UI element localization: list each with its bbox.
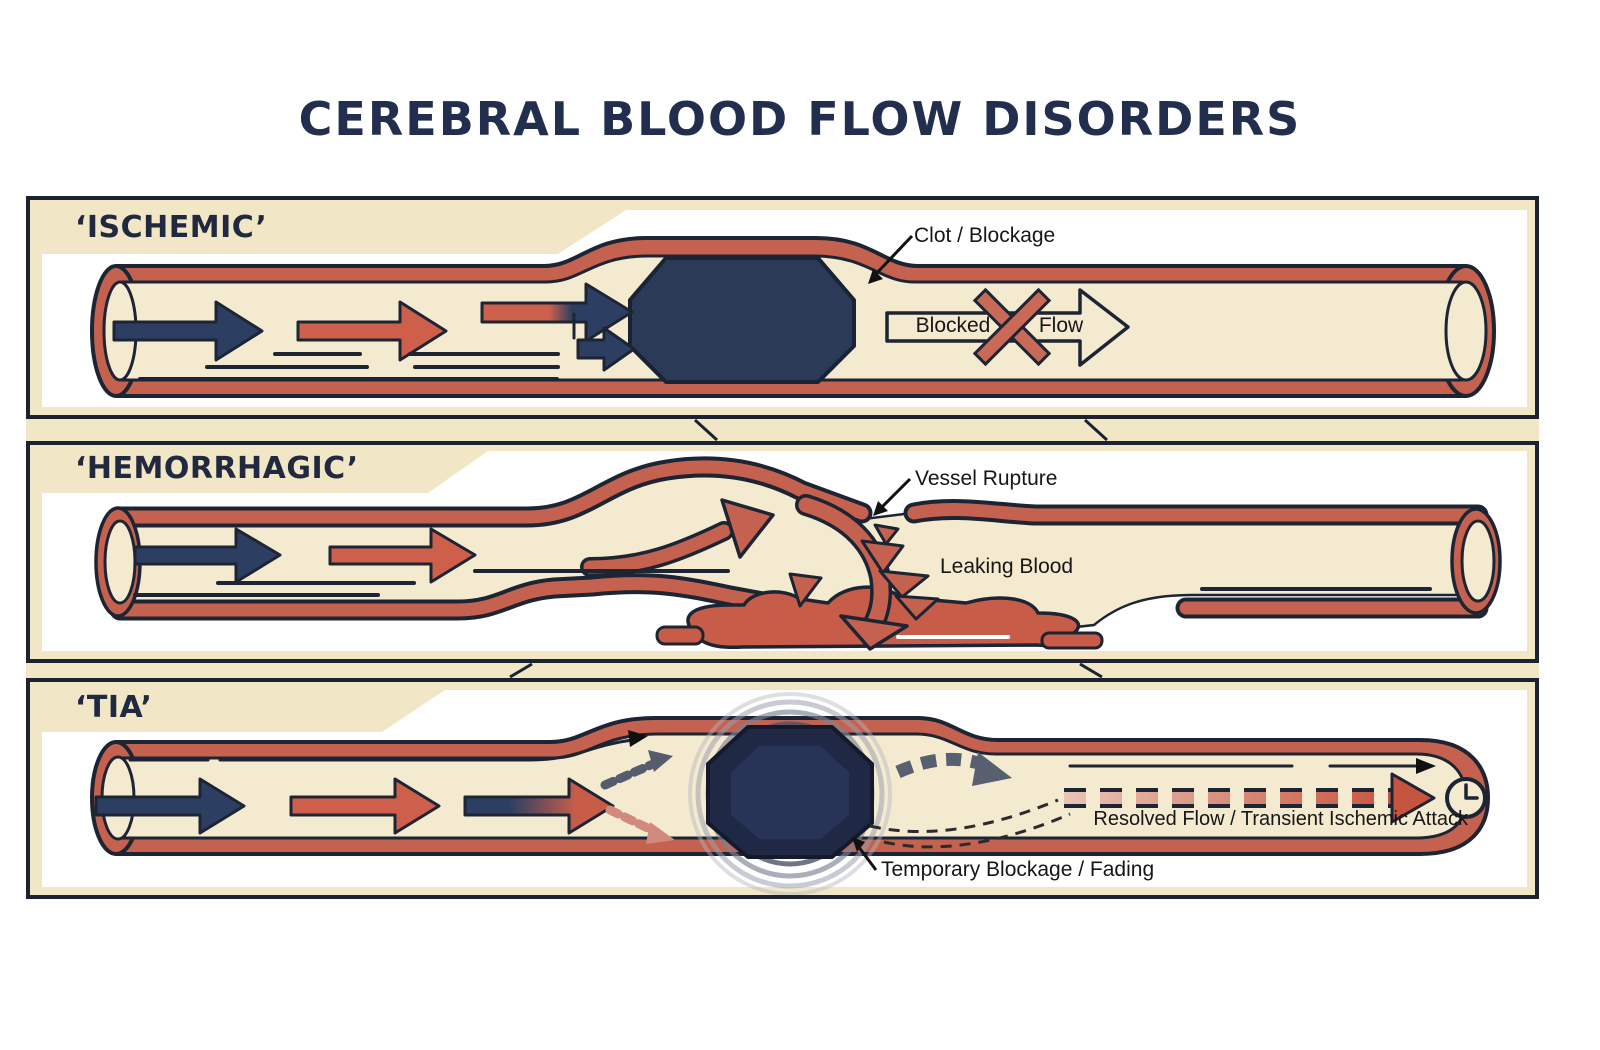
clot-pointer-arrow xyxy=(868,234,914,284)
hemorrhagic-diagram xyxy=(42,451,1527,651)
vessel xyxy=(94,456,1502,646)
navy-flow-arrow xyxy=(112,300,264,362)
flow-arrows xyxy=(94,777,615,835)
vessel-opening-right xyxy=(1444,280,1488,382)
panel-tia: ‘TIA’ Resolved Flow / Transient Ischemic… xyxy=(26,678,1539,899)
panel-label-ischemic: ‘ISCHEMIC’ xyxy=(75,210,268,245)
page-title: CEREBRAL BLOOD FLOW DISORDERS xyxy=(298,92,1302,146)
clock-icon xyxy=(1445,777,1487,819)
red-flow-arrow xyxy=(328,527,477,584)
panel-label-tia: ‘TIA’ xyxy=(75,690,153,725)
flow-arrows xyxy=(112,282,636,372)
blockage-octagon xyxy=(706,725,874,859)
thin-flow-lines xyxy=(128,730,1436,774)
navy-flow-arrow xyxy=(133,527,282,584)
x-blocked-icon xyxy=(972,287,1052,367)
resolved-flow-label: Resolved Flow / Transient Ischemic Attac… xyxy=(1093,808,1468,830)
blood-droplets xyxy=(788,523,940,621)
fading-flow-arrow xyxy=(463,777,615,835)
blood-clot xyxy=(628,256,856,384)
speed-lines xyxy=(133,569,1432,597)
panel-ischemic: ‘ISCHEMIC’ Clot / Blockage Blocked Flow xyxy=(26,196,1539,419)
vessel-opening-left xyxy=(103,519,137,605)
resuming-flow-dashes xyxy=(869,752,1071,849)
blocked-text: Blocked xyxy=(915,314,991,337)
rupture-streams xyxy=(580,494,909,651)
divider-band-1 xyxy=(26,419,1539,441)
clot-blockage-label: Clot / Blockage xyxy=(914,224,1056,247)
navy-flow-arrow xyxy=(94,777,246,835)
flow-arrows xyxy=(133,527,477,584)
leaking-blood-label: Leaking Blood xyxy=(940,555,1074,578)
red-flow-arrow xyxy=(296,300,448,362)
resolved-flow-arrow xyxy=(1064,772,1436,824)
panel-hemorrhagic: ‘HEMORRHAGIC’ Vessel Rupture Leaking Blo… xyxy=(26,441,1539,663)
flow-text: Flow xyxy=(1038,314,1084,337)
blockage-pointer-arrow xyxy=(852,837,878,871)
rupture-pointer-arrow xyxy=(873,477,912,516)
vessel-opening-right xyxy=(1460,519,1496,603)
ischemic-diagram xyxy=(42,210,1527,407)
tia-diagram xyxy=(42,690,1527,895)
blocked-flow-arrow xyxy=(885,287,1130,367)
red-flow-arrow xyxy=(289,777,441,835)
temporary-blockage-label: Temporary Blockage / Fading xyxy=(881,858,1155,881)
slowing-flow-arrow xyxy=(480,282,634,343)
panel-label-hemorrhagic: ‘HEMORRHAGIC’ xyxy=(75,451,359,486)
divider-band-2 xyxy=(26,663,1539,678)
breakup-dashes xyxy=(600,750,675,844)
speed-lines xyxy=(138,312,576,381)
vessel-rupture-label: Vessel Rupture xyxy=(915,467,1058,490)
small-navy-arrow xyxy=(576,326,636,372)
